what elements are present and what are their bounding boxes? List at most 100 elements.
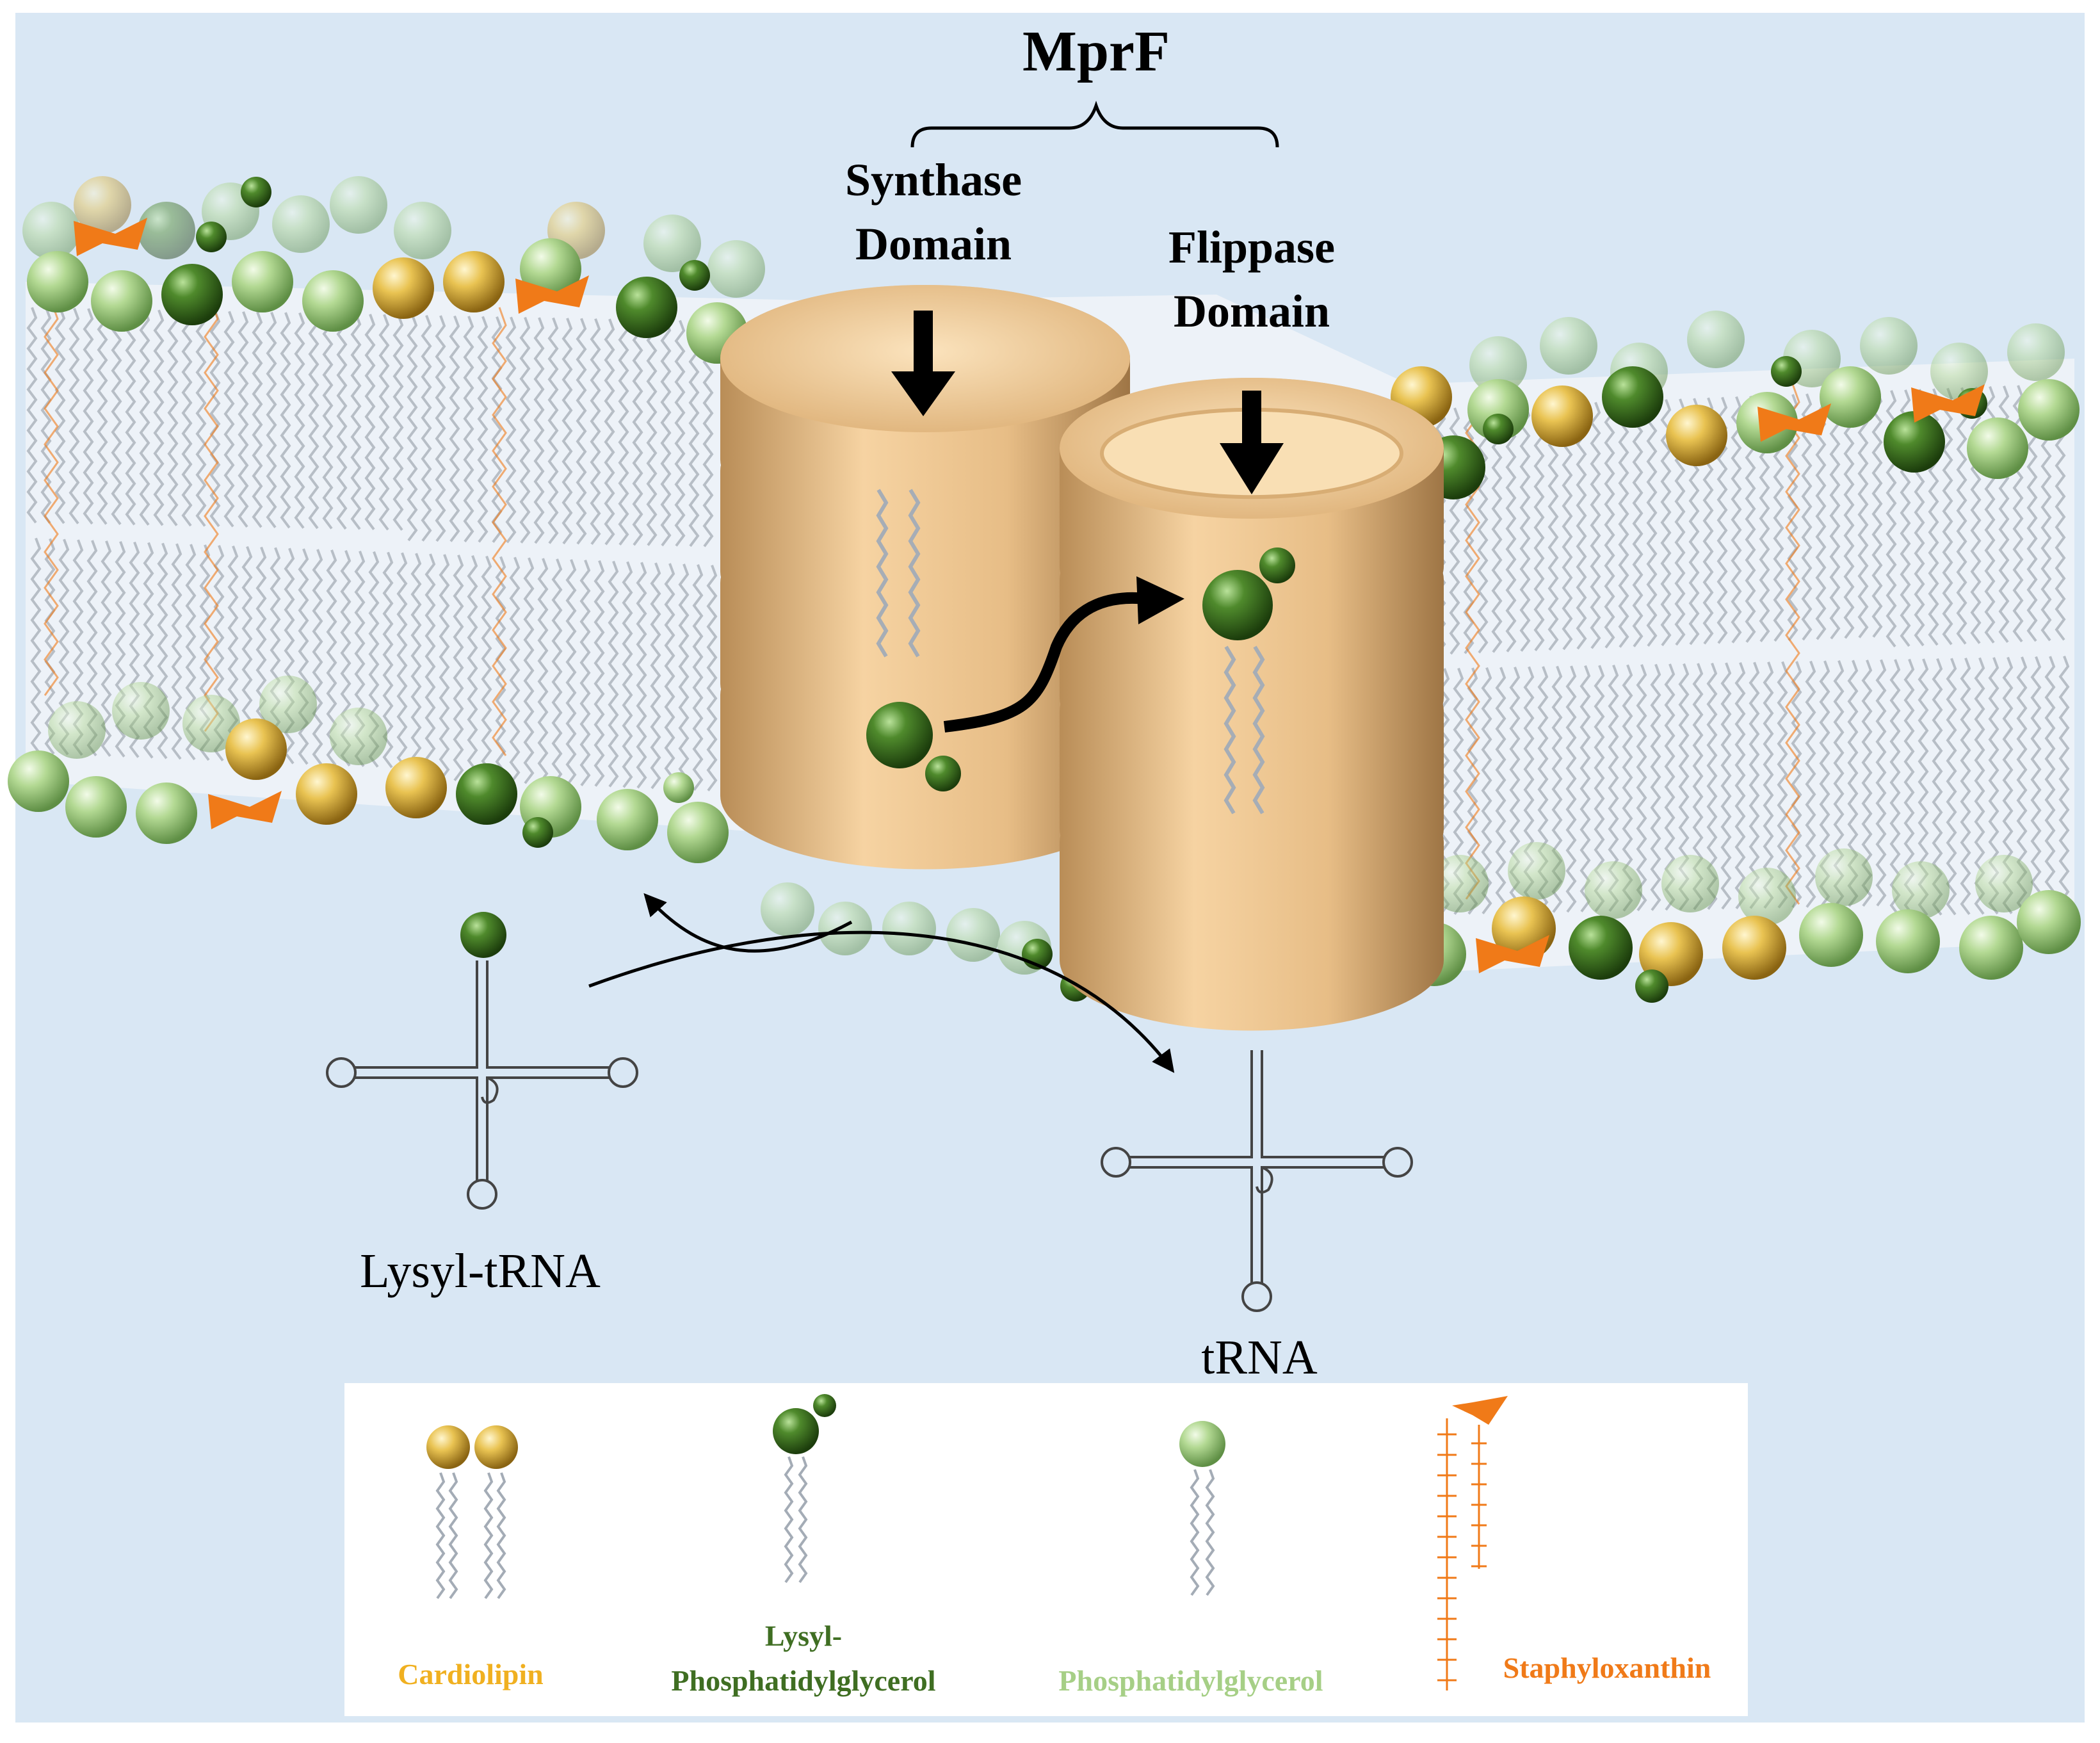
legend-pg-label: Phosphatidylglycerol [1058,1664,1323,1697]
pg-headgroup [1585,861,1642,919]
pg-headgroup [1892,861,1950,919]
lipid-tail [1857,391,1869,638]
lipid-tail [509,556,521,784]
legend-staphyloxanthin-icon [1437,1396,1508,1690]
lipid-tail [604,318,615,546]
lipid-tail [1579,665,1591,912]
cardiolipin-headgroup [1666,405,1727,466]
pg-headgroup [302,270,364,332]
lipid-tail [308,312,319,530]
lipid-tail [153,309,165,526]
lipid-tail [435,315,446,542]
lipid-tail [551,558,563,786]
lysyl-pg-headgroup [241,177,271,207]
lipid-tail [449,315,460,542]
lysyl-pg-headgroup [1771,356,1802,387]
pg-headgroup [1467,379,1529,441]
pg-headgroup [1959,916,2023,980]
lipid-tail [97,308,108,525]
pg-headgroup [882,902,936,955]
lipid-tail [1604,401,1615,649]
lysyl-trna-icon [326,961,638,1210]
pg-headgroup [520,238,581,300]
lipid-tail [519,316,531,544]
lipid-tail [590,318,601,545]
lipid-tail [266,311,277,528]
pg-headgroup [65,776,127,838]
lipid-tail [139,309,150,526]
lipid-tail [392,314,404,531]
lipid-tail [576,318,587,545]
lipid-tail [632,319,643,546]
pg-headgroup [707,240,765,298]
staphyloxanthin-headgroup [208,791,282,829]
lipid-tail [706,564,718,791]
flippase-bound-lipid [1202,547,1295,815]
lipid-tail [1660,399,1672,647]
lipid-tail [424,553,436,781]
pg-headgroup [48,701,106,759]
staphyloxanthin-chain [492,307,507,756]
lipid-tail [382,551,394,768]
lipid-tail [1749,661,1760,909]
staphyloxanthin-chain [1785,384,1800,905]
trna-release-arrow [588,930,1175,1073]
lipid-tail [350,313,362,530]
lipid-tail [1519,405,1531,652]
lipid-tail [1477,406,1489,654]
pg-headgroup [136,782,197,844]
lipid-tail [407,314,418,542]
pg-headgroup [1508,842,1565,900]
lipid-tail [1960,658,1971,915]
staphyloxanthin-chain [204,300,219,732]
cardiolipin-tail [496,1472,506,1600]
lipid-tail [1956,387,1967,645]
pg-headgroup [1469,336,1527,394]
lipid-tail [1565,665,1577,913]
pg-headgroup [1967,418,2028,479]
cardiolipin-headgroup [443,251,505,312]
lipid-tail [622,561,633,788]
pg-headgroup [1687,311,1745,368]
lipid-tail [618,318,629,546]
pg-headgroup [1820,366,1881,428]
legend-cardiolipin-icon [426,1425,518,1600]
pg-headgroup [1799,903,1863,967]
pg-headgroup [22,202,80,259]
lipid-tail [364,314,376,530]
pg-headgroup [1540,317,1597,375]
staphyloxanthin-headgroup [1911,384,1985,423]
trna-icon [1101,1050,1413,1312]
legend-lysyl-pg-icon [773,1394,836,1584]
lysyl-pg-headgroup [1483,414,1514,444]
lipid-tail [171,543,182,760]
lipid-tail [1547,403,1559,651]
lysyl-pg-headgroup [456,763,517,825]
lysyl-trna-label: Lysyl-tRNA [360,1244,601,1298]
cardiolipin-tail [435,1472,446,1600]
lysyl-pg-lysine [813,1394,836,1417]
trna-loop [326,1057,357,1088]
flip-arrow-head [1136,576,1184,624]
synthase-entry-arrow [891,311,955,416]
lysyl-pg-headgroup [1569,916,1633,980]
trna-label: tRNA [1201,1331,1318,1384]
lipid-tail [533,317,545,544]
lipid-tail [646,319,658,546]
lipid-tail [1636,664,1647,912]
cardiolipin-headgroup [373,257,434,319]
lipid-tail [1505,405,1517,653]
pg-headgroup [1860,317,1918,375]
lipid-tail [421,314,432,542]
lipid-tail [1791,661,1802,909]
pg-headgroup [394,202,451,259]
pg-headgroup [818,902,872,955]
lipid-tail [167,309,179,526]
lipid-tail [650,562,661,790]
lipid-tail [579,560,591,786]
pg-headgroup [259,676,317,733]
lipid-tail [2044,656,2056,914]
cardiolipin-tail [448,1472,458,1600]
lipid-tail [594,560,605,787]
pg-tail [1190,1469,1200,1596]
